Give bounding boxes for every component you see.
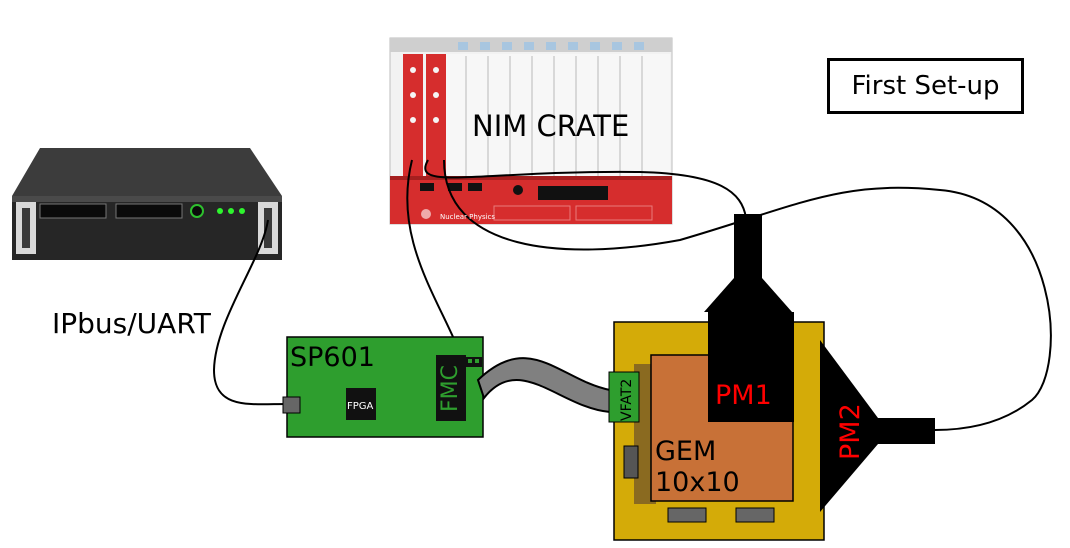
pm2-label: PM2 [835,403,866,460]
setup-label: First Set-up [851,71,1000,101]
gem-label-line2: 10x10 [655,467,740,498]
fpga-label: FPGA [347,401,374,412]
ribbon-cable [476,357,611,414]
nim-crate-label: NIM CRATE [472,109,629,143]
fmc-connector [436,355,466,421]
nim-crate [389,37,673,225]
pm1-label: PM1 [715,380,772,411]
crate-to-pm2-cable [443,159,1052,431]
pm1-tube [704,214,794,422]
ipbus-cable [212,219,288,406]
ipbus-uart-label: IPbus/UART [52,307,212,340]
fpga-chip [346,388,376,420]
sp601-label: SP601 [290,342,375,373]
sp601-board [282,336,484,438]
vfat2-label: VFAT2 [619,379,635,421]
pm2-tube [820,340,935,512]
nim-crate-badge: Nuclear Physics [440,213,495,221]
server-icon [12,148,282,260]
setup-label-box: First Set-up [827,58,1024,114]
fmc-label: FMC [438,365,463,412]
crate-to-pm1-cable [424,159,747,219]
vfat2-chip [608,371,640,423]
gem-label-line1: GEM [655,436,716,467]
